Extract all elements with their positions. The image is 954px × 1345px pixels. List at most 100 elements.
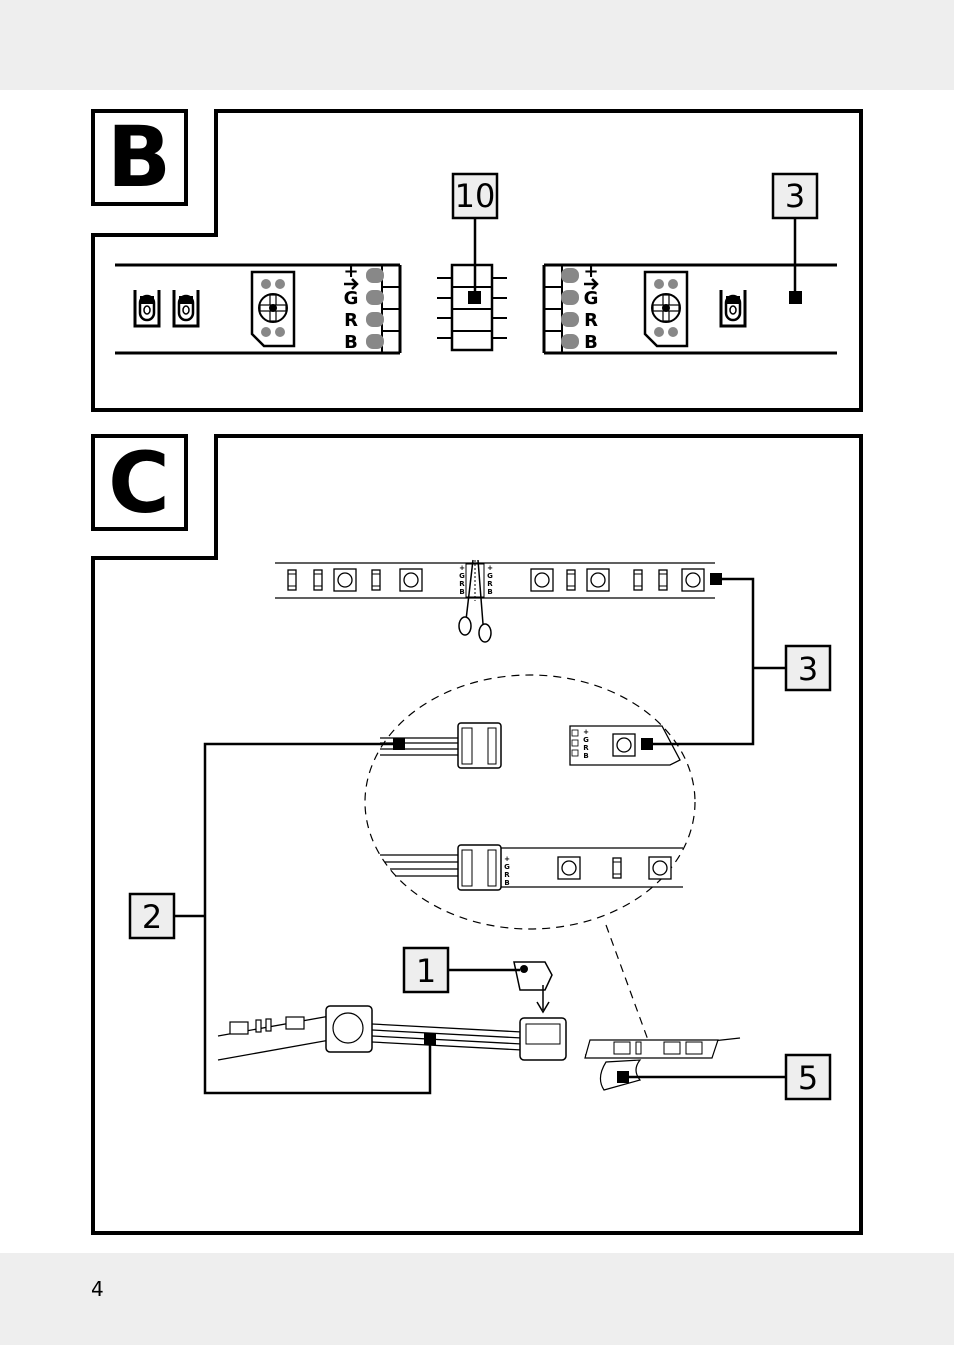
cover-clip bbox=[513, 961, 553, 991]
pin-label-r: R bbox=[344, 310, 358, 331]
pin-label-plus: + bbox=[583, 728, 589, 736]
callout-3: 3 bbox=[641, 573, 832, 750]
rgb-led-chip bbox=[530, 568, 554, 592]
panel-c-label: C bbox=[108, 434, 170, 532]
callout-marker bbox=[710, 573, 722, 585]
callout-marker bbox=[617, 1071, 629, 1083]
resistor bbox=[371, 569, 381, 591]
callout-number: 1 bbox=[416, 952, 436, 990]
callout-number: 3 bbox=[785, 177, 805, 215]
solder-pad bbox=[561, 290, 579, 305]
rgb-led-chip bbox=[250, 270, 296, 348]
solder-pad bbox=[561, 268, 579, 283]
rgb-led-chip bbox=[557, 856, 581, 880]
pin-label-r: R bbox=[504, 871, 510, 879]
callout-marker bbox=[393, 738, 405, 750]
resistor bbox=[719, 288, 747, 328]
callout-box bbox=[784, 1053, 832, 1101]
panel-b-label: B bbox=[107, 108, 171, 206]
resistor bbox=[133, 288, 161, 328]
led-strip-segment-right bbox=[542, 263, 837, 355]
pin-label-plus: + bbox=[459, 564, 465, 572]
callout-box bbox=[784, 644, 832, 692]
solder-pad bbox=[366, 312, 384, 327]
rgb-led-chip bbox=[399, 568, 423, 592]
pin-label-g: G bbox=[583, 736, 589, 744]
resistor bbox=[612, 857, 622, 879]
pin-label-b: B bbox=[487, 588, 492, 596]
callout-number: 3 bbox=[798, 650, 818, 688]
callout-number: 10 bbox=[455, 177, 496, 215]
solder-pad bbox=[366, 334, 384, 349]
connected-strip bbox=[380, 844, 683, 891]
scissors-icon bbox=[458, 559, 492, 643]
resistor bbox=[566, 569, 576, 591]
pin-label-r: R bbox=[584, 310, 598, 331]
panel-c-frame bbox=[91, 434, 863, 1235]
pin-label-b: B bbox=[344, 332, 358, 353]
pin-label-r: R bbox=[487, 580, 493, 588]
led-strip-segment-left bbox=[115, 263, 402, 355]
pin-label-g: G bbox=[344, 288, 359, 309]
pin-label-b: B bbox=[459, 588, 464, 596]
callout-box bbox=[451, 172, 499, 220]
callout-5: 5 bbox=[617, 1053, 832, 1101]
pin-label-b: B bbox=[584, 332, 598, 353]
callout-box bbox=[771, 172, 819, 220]
pin-label-g: G bbox=[487, 572, 493, 580]
rgb-led-chip bbox=[643, 270, 689, 348]
panel-c-label-box bbox=[91, 434, 188, 531]
solder-pad bbox=[366, 268, 384, 283]
resistor bbox=[287, 569, 297, 591]
solder-pad bbox=[366, 290, 384, 305]
resistor bbox=[658, 569, 668, 591]
rgb-led-chip bbox=[586, 568, 610, 592]
pin-label-g: G bbox=[584, 288, 599, 309]
callout-marker bbox=[641, 738, 653, 750]
callout-box bbox=[128, 892, 176, 940]
rgb-led-chip bbox=[648, 856, 672, 880]
pin-label-g: G bbox=[504, 863, 510, 871]
callout-3: 3 bbox=[771, 172, 819, 304]
solder-pad bbox=[561, 334, 579, 349]
magnified-detail bbox=[364, 674, 696, 1041]
strip-end bbox=[569, 725, 681, 766]
rgb-led-chip bbox=[681, 568, 705, 592]
callout-box bbox=[402, 946, 450, 994]
callout-marker bbox=[424, 1033, 436, 1045]
bottom-margin-band bbox=[0, 1253, 954, 1345]
panel-c: C + G R B + G R B bbox=[91, 434, 863, 1235]
pin-label-r: R bbox=[459, 580, 465, 588]
panel-b-frame bbox=[91, 109, 863, 412]
arrow-icon bbox=[584, 278, 599, 290]
led-strip bbox=[275, 560, 715, 601]
pin-label-b: B bbox=[504, 879, 509, 887]
page-number: 4 bbox=[91, 1277, 104, 1301]
pin-label-g: G bbox=[459, 572, 465, 580]
arrow-icon bbox=[344, 278, 359, 290]
callout-number: 2 bbox=[142, 898, 162, 936]
callout-marker bbox=[789, 291, 802, 304]
pin-label-r: R bbox=[583, 744, 589, 752]
rgb-led-chip bbox=[612, 733, 636, 757]
callout-2: 2 bbox=[128, 738, 436, 1095]
panel-b: B + G R B bbox=[91, 108, 863, 412]
pin-label-plus: + bbox=[583, 261, 598, 282]
arrow-down-icon bbox=[536, 985, 550, 1014]
resistor bbox=[633, 569, 643, 591]
pin-label-plus: + bbox=[504, 855, 510, 863]
callout-marker bbox=[468, 291, 481, 304]
adhesive-strip bbox=[584, 1037, 741, 1091]
callout-1: 1 bbox=[402, 946, 520, 994]
pin-label-plus: + bbox=[487, 564, 493, 572]
callout-number: 5 bbox=[798, 1059, 818, 1097]
solder-pad bbox=[561, 312, 579, 327]
pin-label-plus: + bbox=[343, 261, 358, 282]
rgb-led-chip bbox=[333, 568, 357, 592]
top-margin-band bbox=[0, 0, 954, 90]
connector-piece bbox=[437, 263, 507, 352]
pin-label-b: B bbox=[583, 752, 588, 760]
resistor bbox=[172, 288, 200, 328]
connector-cable-assembly bbox=[217, 1005, 567, 1061]
